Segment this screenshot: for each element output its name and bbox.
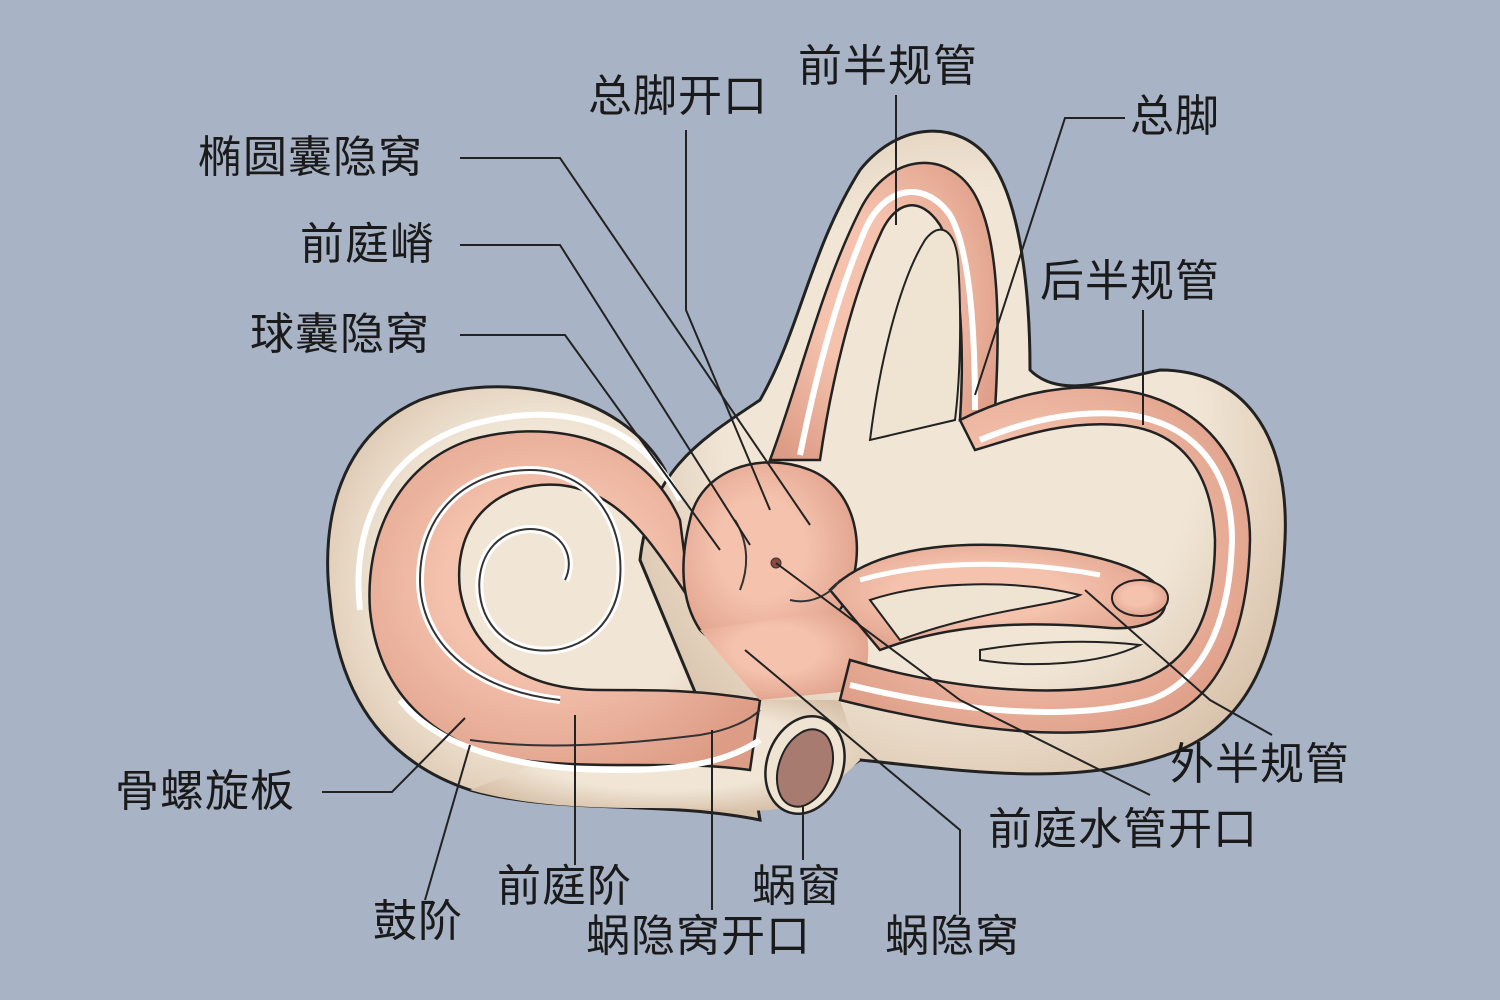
leader-qiantingji bbox=[460, 244, 751, 546]
label-wochuang: 蜗窗 bbox=[752, 861, 842, 912]
label-qianting-shuiguan-kaikou: 前庭水管开口 bbox=[988, 804, 1258, 855]
label-woyinwo: 蜗隐窝 bbox=[885, 911, 1020, 962]
leader-guyijie bbox=[424, 744, 471, 901]
membranous-labyrinth bbox=[355, 161, 1252, 774]
label-gu-luoxuanban: 骨螺旋板 bbox=[115, 766, 295, 817]
leader-wai-banguiguan bbox=[1084, 589, 1273, 736]
label-qian-banguiguan: 前半规管 bbox=[798, 41, 978, 92]
label-woyinwo-kaikou: 蜗隐窝开口 bbox=[586, 911, 811, 962]
label-qiantingji: 前庭嵴 bbox=[300, 219, 435, 270]
leader-zongjiao-kaikou bbox=[685, 130, 771, 511]
label-guyijie: 鼓阶 bbox=[373, 896, 463, 947]
leader-gu-luoxuanban bbox=[322, 717, 466, 793]
leader-woyinwo bbox=[744, 649, 961, 915]
leader-qianting-shuiguan bbox=[775, 562, 1151, 796]
label-qiantingjie: 前庭阶 bbox=[497, 861, 632, 912]
round-window bbox=[764, 715, 846, 815]
label-zongjiao: 总脚 bbox=[1130, 91, 1220, 142]
label-qiunang-yinwo: 球囊隐窝 bbox=[250, 309, 430, 360]
label-hou-banguiguan: 后半规管 bbox=[1040, 256, 1220, 307]
leader-lines bbox=[322, 95, 1273, 915]
label-wai-banguiguan: 外半规管 bbox=[1170, 739, 1350, 790]
label-tuoyuannang-yinwo: 椭圆囊隐窝 bbox=[198, 132, 423, 183]
leader-qiunang bbox=[460, 334, 721, 551]
leader-tuoyuannang bbox=[460, 157, 811, 526]
label-zongjiao-kaikou: 总脚开口 bbox=[588, 71, 768, 122]
leader-zongjiao bbox=[974, 117, 1125, 396]
